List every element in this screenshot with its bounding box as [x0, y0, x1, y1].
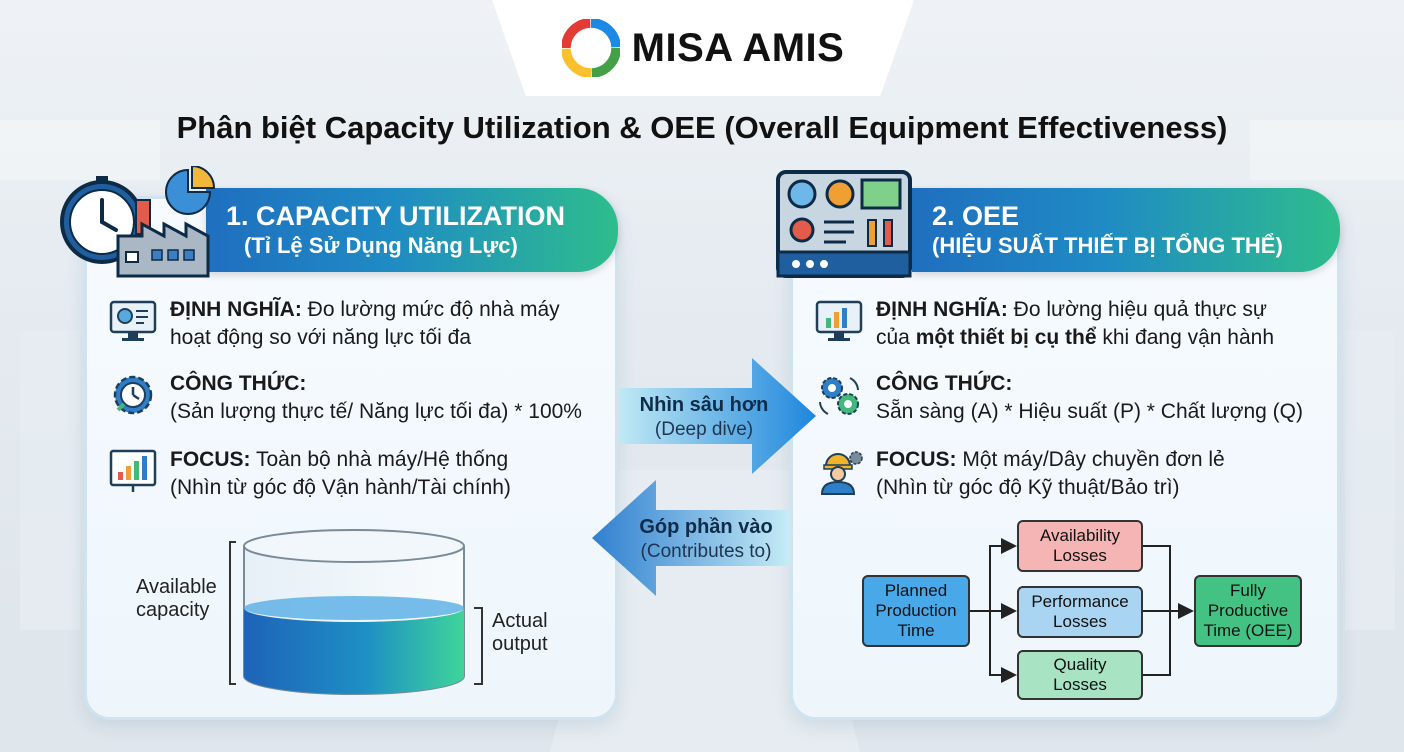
- capacity-formula-text: (Sản lượng thực tế/ Năng lực tối đa) * 1…: [170, 400, 582, 423]
- fully-line1: Fully: [1230, 581, 1266, 600]
- performance-line2: Losses: [1053, 612, 1107, 631]
- oee-definition-row: ĐỊNH NGHĨA: Đo lường hiệu quả thực sự củ…: [814, 296, 1334, 352]
- oee-focus-row: FOCUS: Một máy/Dây chuyền đơn lẻ (Nhìn t…: [814, 446, 1334, 502]
- capacity-formula-row: CÔNG THỨC: (Sản lượng thực tế/ Năng lực …: [108, 370, 608, 426]
- availability-line1: Availability: [1039, 526, 1120, 545]
- oee-formula-row: CÔNG THỨC: Sẵn sàng (A) * Hiệu suất (P) …: [814, 370, 1334, 426]
- logo-banner: MISA AMIS: [492, 0, 914, 96]
- page-title: Phân biệt Capacity Utilization & OEE (Ov…: [176, 110, 1228, 145]
- availability-line2: Losses: [1053, 546, 1107, 565]
- quality-line1: Quality: [1053, 655, 1107, 674]
- capacity-utilization-header: 1. CAPACITY UTILIZATION (Tỉ Lệ Sử Dụng N…: [206, 188, 618, 272]
- quality-losses-box: Quality Losses: [1017, 650, 1143, 700]
- capacity-definition-row: ĐỊNH NGHĨA: Đo lường mức độ nhà máy hoạt…: [108, 296, 608, 352]
- planned-line3: Time: [897, 621, 935, 640]
- contributes-label: Góp phần vào (Contributes to): [616, 514, 796, 564]
- misa-logo-icon: [561, 19, 620, 77]
- oee-definition-text-2b: khi đang vận hành: [1096, 326, 1275, 349]
- capacity-definition-label: ĐỊNH NGHĨA:: [170, 298, 302, 321]
- monitor-chart-icon: [815, 300, 863, 341]
- gear-clock-icon: [113, 375, 153, 415]
- engineer-icon: [820, 451, 863, 495]
- capacity-focus-text-1: Toàn bộ nhà máy/Hệ thống: [250, 448, 509, 471]
- planned-line1: Planned: [884, 581, 948, 600]
- actual-output-line1: Actual: [492, 610, 548, 632]
- capacity-focus-label: FOCUS:: [170, 448, 251, 471]
- oee-subheading: (HIỆU SUẤT THIẾT BỊ TỔNG THỂ): [932, 233, 1283, 259]
- contributes-arrow: [592, 480, 790, 596]
- oee-focus-label: FOCUS:: [876, 448, 957, 471]
- deep-dive-title: Nhìn sâu hơn: [639, 394, 769, 416]
- available-capacity-line2: capacity: [136, 599, 210, 621]
- oee-definition-text-bold: một thiết bị cụ thể: [915, 326, 1097, 349]
- quality-line2: Losses: [1053, 675, 1107, 694]
- actual-output-label: Actual output: [492, 610, 548, 656]
- monitor-settings-icon: [109, 300, 157, 341]
- planned-line2: Production: [875, 601, 957, 620]
- logo-text: MISA AMIS: [631, 25, 845, 70]
- oee-definition-text-1: Đo lường hiệu quả thực sự: [1007, 298, 1267, 321]
- oee-focus-text-1: Một máy/Dây chuyền đơn lẻ: [956, 448, 1225, 471]
- capacity-utilization-subheading: (Tỉ Lệ Sử Dụng Năng Lực): [244, 233, 518, 259]
- oee-formula-text: Sẵn sàng (A) * Hiệu suất (P) * Chất lượn…: [876, 400, 1303, 423]
- deep-dive-label: Nhìn sâu hơn (Deep dive): [624, 392, 784, 442]
- fully-line2: Productive: [1207, 601, 1289, 620]
- availability-losses-box: Availability Losses: [1017, 520, 1143, 572]
- available-capacity-label: Available capacity: [136, 576, 217, 622]
- gears-cycle-icon: [819, 377, 859, 415]
- capacity-definition-text-1: Đo lường mức độ nhà máy: [301, 298, 560, 321]
- oee-heading: 2. OEE: [932, 201, 1020, 232]
- fully-line3: Time (OEE): [1203, 621, 1293, 640]
- capacity-focus-row: FOCUS: Toàn bộ nhà máy/Hệ thống (Nhìn từ…: [108, 446, 608, 502]
- chart-board-icon: [109, 449, 157, 492]
- performance-losses-box: Performance Losses: [1017, 586, 1143, 638]
- control-panel-icon: [776, 170, 912, 278]
- capacity-formula-label: CÔNG THỨC:: [170, 372, 307, 395]
- deep-dive-arrow: [620, 358, 816, 474]
- clock-factory-icon: [60, 166, 216, 278]
- planned-production-time-box: Planned Production Time: [862, 575, 970, 647]
- oee-definition-text-2a: của: [876, 326, 916, 349]
- capacity-cylinder: [229, 529, 483, 695]
- capacity-utilization-heading: 1. CAPACITY UTILIZATION: [226, 201, 566, 232]
- fully-productive-time-box: Fully Productive Time (OEE): [1194, 575, 1302, 647]
- capacity-focus-text-2: (Nhìn từ góc độ Vận hành/Tài chính): [170, 476, 511, 499]
- contributes-sub: (Contributes to): [640, 541, 772, 562]
- oee-definition-label: ĐỊNH NGHĨA:: [876, 298, 1008, 321]
- oee-focus-text-2: (Nhìn từ góc độ Kỹ thuật/Bảo trì): [876, 476, 1180, 499]
- contributes-title: Góp phần vào: [639, 516, 773, 538]
- performance-line1: Performance: [1031, 592, 1129, 611]
- oee-formula-label: CÔNG THỨC:: [876, 372, 1013, 395]
- capacity-definition-text-2: hoạt động so với năng lực tối đa: [170, 326, 472, 349]
- oee-header: 2. OEE (HIỆU SUẤT THIẾT BỊ TỔNG THỂ): [912, 188, 1340, 272]
- available-capacity-line1: Available: [136, 576, 217, 598]
- actual-output-line2: output: [492, 633, 548, 655]
- deep-dive-sub: (Deep dive): [654, 419, 754, 440]
